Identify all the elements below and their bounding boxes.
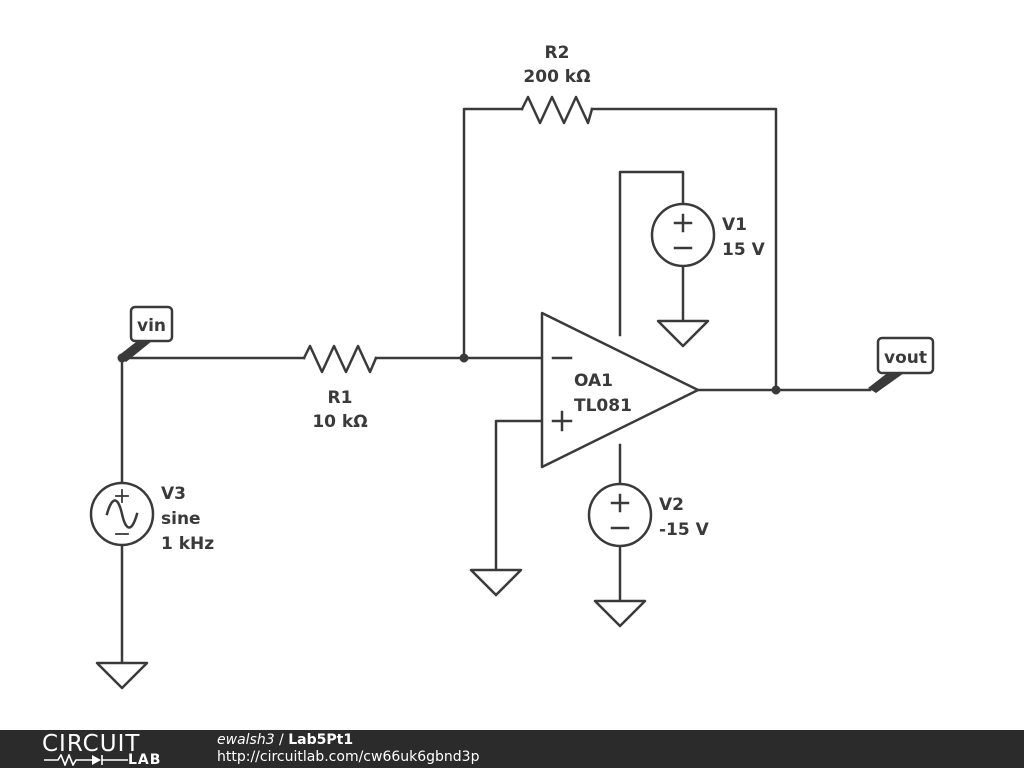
v3-freq: 1 kHz — [161, 534, 214, 554]
junction-output-node — [771, 385, 781, 395]
r1-value: 10 kΩ — [312, 412, 367, 432]
vin-flag-icon — [118, 339, 152, 362]
resistor-r1[interactable]: R1 10 kΩ — [302, 344, 378, 432]
v3-type: sine — [161, 509, 201, 529]
resistor-r2-zigzag — [520, 95, 594, 125]
v1-name: V1 — [722, 215, 747, 235]
r1-name: R1 — [328, 388, 353, 408]
v3-name: V3 — [161, 484, 186, 504]
resistor-r1-zigzag — [302, 344, 378, 374]
project-title[interactable]: Lab5Pt1 — [288, 732, 354, 748]
net-label-vout[interactable]: vout — [868, 336, 935, 393]
vin-label-text: vin — [137, 316, 166, 336]
ground-noninv-icon — [469, 568, 523, 597]
title-separator: / — [274, 732, 289, 748]
resistor-r2[interactable]: R2 200 kΩ — [520, 43, 594, 125]
v1-value: 15 V — [722, 240, 766, 260]
author-link[interactable]: ewalsh3 — [217, 732, 275, 748]
sine-source-v3[interactable]: V3 sine 1 kHz — [89, 481, 214, 554]
wire-feedback-right — [590, 107, 778, 392]
logo-lab-text: LAB — [128, 752, 162, 768]
opamp-triangle — [540, 311, 700, 469]
vin-label-box — [129, 305, 174, 343]
v2-value: -15 V — [659, 520, 710, 540]
wires — [120, 107, 872, 665]
oa1-part: TL081 — [574, 396, 632, 416]
circuitlab-logo[interactable]: CIRCUIT LAB — [42, 731, 182, 768]
v1-circle — [650, 202, 716, 268]
junction-inverting-node — [459, 353, 469, 363]
ground-v1-icon — [656, 319, 710, 348]
opamp-oa1[interactable]: OA1 TL081 — [540, 311, 700, 469]
logo-circuit-text: CIRCUIT — [42, 731, 141, 757]
footer-bar: CIRCUIT LAB ewalsh3 / Lab5Pt1 http://cir… — [0, 730, 1024, 768]
footer-title-line: ewalsh3 / Lab5Pt1 — [217, 732, 479, 749]
logo-circuit-symbol-icon — [44, 754, 128, 766]
r2-value: 200 kΩ — [523, 67, 590, 87]
circuit-schematic: R2 200 kΩ R1 10 kΩ OA1 TL081 V1 15 V V2 … — [89, 43, 935, 690]
wire-noninv-ground — [494, 419, 544, 572]
wire-feedback-left — [462, 107, 524, 360]
vout-label-text: vout — [884, 348, 927, 368]
net-label-vin[interactable]: vin — [118, 305, 174, 362]
vout-flag-icon — [868, 371, 904, 393]
oa1-name: OA1 — [574, 371, 613, 391]
sine-wave-icon — [105, 499, 139, 529]
ground-v2-icon — [593, 599, 647, 628]
dc-source-v2[interactable]: V2 -15 V — [587, 482, 710, 548]
r2-name: R2 — [545, 43, 570, 63]
dc-source-v1[interactable]: V1 15 V — [650, 202, 766, 268]
wire-v1-supply — [618, 170, 685, 337]
v2-name: V2 — [659, 495, 684, 515]
ground-v3-icon — [95, 661, 149, 690]
v2-circle — [587, 482, 653, 548]
project-url-link[interactable]: http://circuitlab.com/cw66uk6gbnd3p — [217, 749, 480, 765]
footer-meta: ewalsh3 / Lab5Pt1 http://circuitlab.com/… — [217, 732, 479, 766]
vout-label-box — [876, 336, 935, 375]
